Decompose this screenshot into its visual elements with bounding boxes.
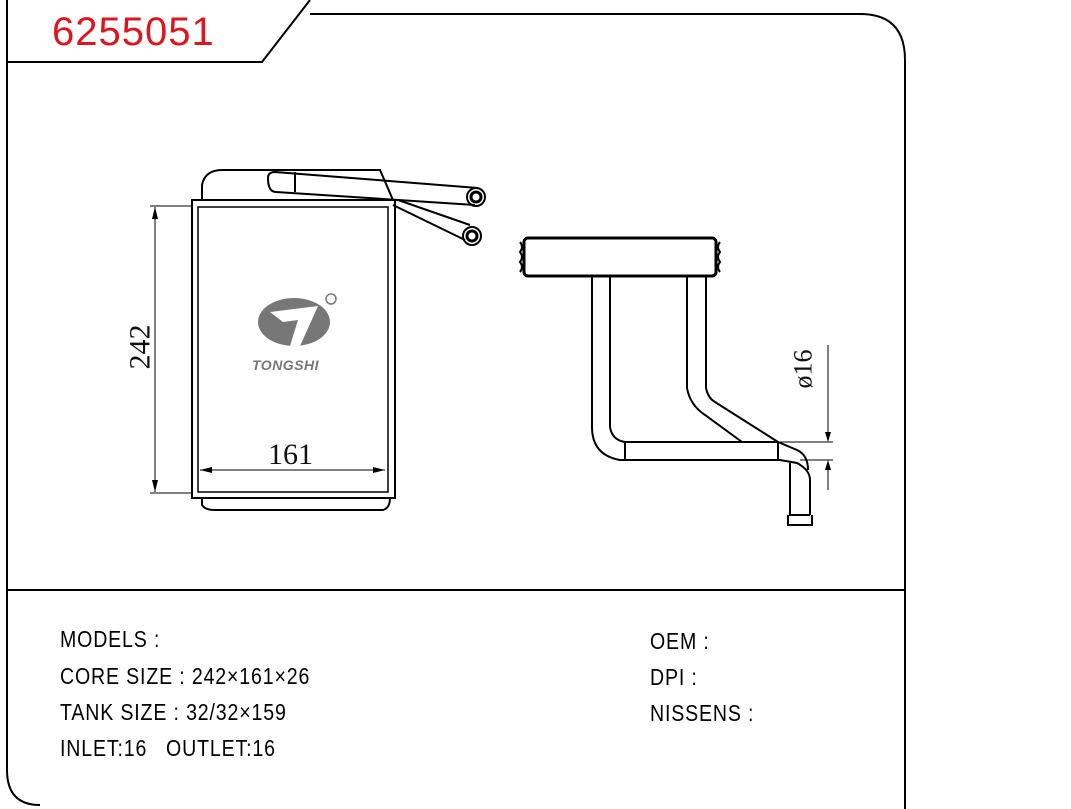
spec-oem: OEM : — [650, 628, 710, 654]
spec-models: MODELS : — [60, 626, 161, 652]
logo-text: TONGSHI — [252, 357, 320, 373]
spec-nissens: NISSENS : — [650, 700, 755, 726]
spec-inlet-outlet: INLET:16 OUTLET:16 — [60, 735, 276, 761]
spec-tank-size: TANK SIZE : 32/32×159 — [60, 699, 287, 725]
dimension-width: 161 — [268, 438, 313, 471]
frame — [6, 0, 906, 809]
part-number: 6255051 — [52, 10, 215, 54]
dimension-pipe-diameter: ø16 — [788, 349, 818, 389]
core-front-view — [150, 169, 486, 511]
logo-mark — [258, 293, 337, 346]
spec-dpi: DPI : — [650, 664, 698, 690]
dimension-height: 242 — [123, 324, 157, 370]
spec-core-size: CORE SIZE : 242×161×26 — [60, 663, 311, 689]
core-side-view — [518, 236, 833, 526]
